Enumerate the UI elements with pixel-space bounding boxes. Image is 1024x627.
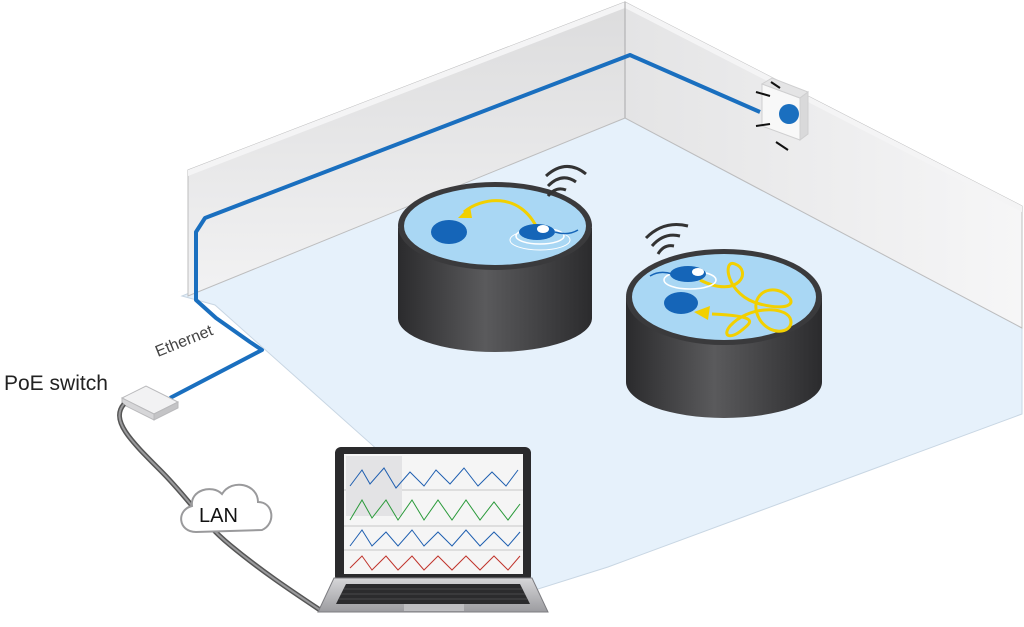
poe-switch-label: PoE switch: [4, 372, 108, 395]
lan-cloud-icon: [180, 483, 273, 534]
laptop-icon: [317, 447, 549, 613]
right-tank-trajectory: [699, 261, 793, 338]
left-tank-water: [404, 187, 586, 265]
room: [180, 1, 1023, 591]
wifi-signal-icon: [644, 223, 689, 255]
left-tank-platform: [431, 220, 467, 244]
ceiling-camera-icon: [755, 77, 810, 151]
wifi-signal-icon: [544, 165, 587, 197]
laptop-screen-graphs: [344, 456, 523, 571]
poe-switch-icon: [120, 385, 180, 421]
mouse-icon: [509, 224, 579, 251]
laptop-trackpad: [404, 604, 464, 611]
wall-top-edge: [188, 2, 1022, 212]
left-tank: [398, 165, 592, 352]
right-tank-platform: [664, 292, 698, 314]
ethernet-cable: [169, 53, 761, 400]
right-tank: [626, 223, 822, 418]
lan-label: LAN: [199, 505, 238, 527]
mouse-icon: [649, 266, 717, 290]
